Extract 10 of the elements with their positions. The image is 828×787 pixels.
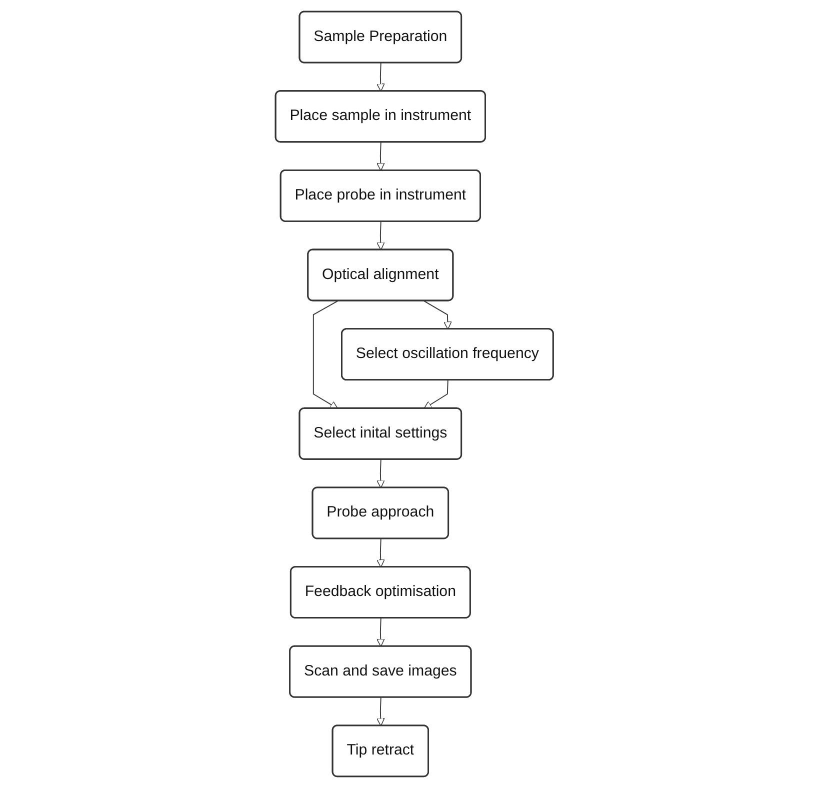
arrow: [376, 696, 384, 726]
arrow: [376, 62, 384, 92]
arrow: [423, 379, 448, 408]
arrow: [312, 300, 338, 408]
arrow: [376, 538, 384, 568]
arrow: [376, 141, 384, 171]
arrow: [376, 220, 384, 250]
arrow: [376, 458, 384, 488]
arrow: [423, 300, 452, 330]
arrow: [376, 617, 384, 646]
